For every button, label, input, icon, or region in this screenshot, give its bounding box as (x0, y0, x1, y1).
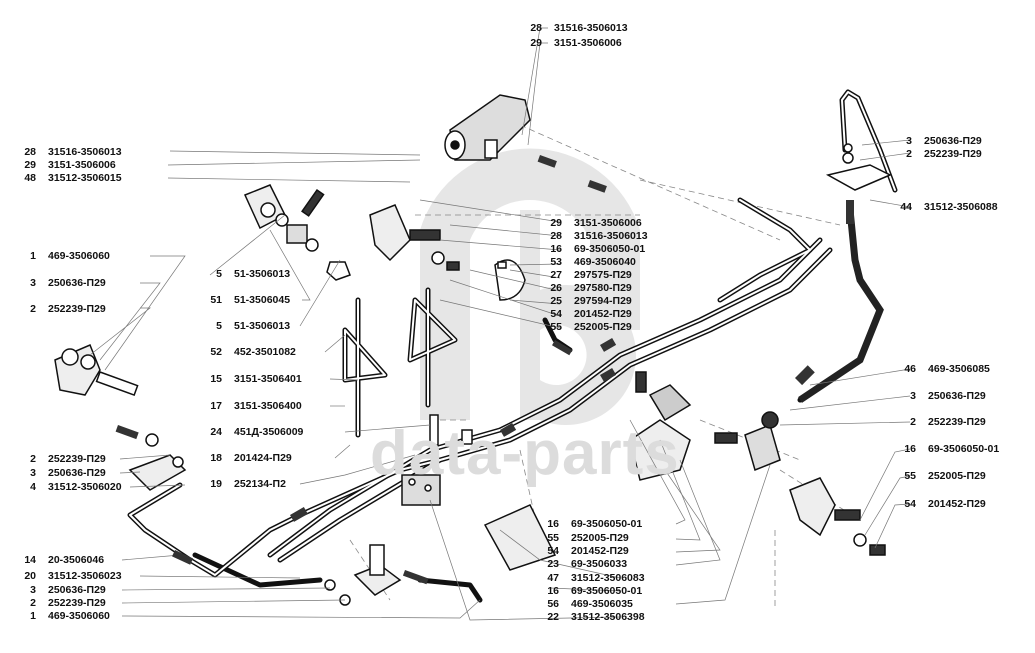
leader-lines (89, 27, 911, 621)
fittings (115, 155, 854, 585)
bracket-center-bottom (483, 504, 557, 571)
bracket-upper-left (243, 184, 351, 281)
tee-block (401, 414, 473, 506)
watermark-text: data-parts (370, 419, 680, 488)
clamp-center (494, 259, 526, 301)
wheel-cylinder-rear-right (789, 477, 886, 556)
flexible-hose-right (798, 209, 884, 403)
watermark-logo (420, 148, 640, 425)
bracket-left-low (128, 433, 187, 491)
master-cylinder (444, 94, 531, 161)
bracket-right-top (825, 143, 892, 191)
pipe-left-lower (192, 552, 323, 588)
pipe-bottom-right (417, 577, 483, 603)
brake-valve-center (629, 371, 692, 481)
tee-fitting-right (714, 411, 781, 472)
brake-pipes-inner (129, 91, 896, 576)
wheel-cylinder-front-left (54, 344, 139, 397)
wheel-cylinder-center (369, 204, 460, 271)
bracket-bottom (324, 544, 402, 606)
components (54, 94, 892, 606)
